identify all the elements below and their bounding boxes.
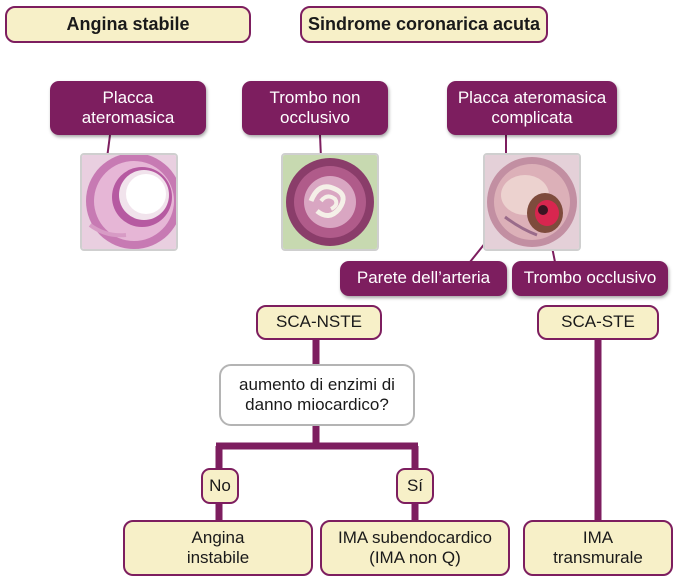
outcome-ima-subendocardico: IMA subendocardico (IMA non Q) bbox=[320, 520, 510, 576]
answer-no: No bbox=[201, 468, 239, 504]
histology-image-nonocclusive-thrombus bbox=[281, 153, 379, 251]
label-placca-ateromasica: Placca ateromasica bbox=[50, 81, 206, 135]
label-parete-arteria: Parete dell’arteria bbox=[340, 261, 507, 296]
histology-image-complicated-plaque bbox=[483, 153, 581, 251]
box-sca-ste: SCA-STE bbox=[537, 305, 659, 340]
outcome-ima-transmurale: IMA transmurale bbox=[523, 520, 673, 576]
label-trombo-non-occlusivo: Trombo non occlusivo bbox=[242, 81, 388, 135]
histology-image-stable-plaque bbox=[80, 153, 178, 251]
outcome-angina-instabile: Angina instabile bbox=[123, 520, 313, 576]
label-trombo-occlusivo: Trombo occlusivo bbox=[512, 261, 668, 296]
header-sca: Sindrome coronarica acuta bbox=[300, 6, 548, 43]
header-angina-stabile: Angina stabile bbox=[5, 6, 251, 43]
label-placca-complicata: Placca ateromasica complicata bbox=[447, 81, 617, 135]
answer-si: Sí bbox=[396, 468, 434, 504]
box-sca-nste: SCA-NSTE bbox=[256, 305, 382, 340]
question-enzyme-increase: aumento di enzimi di danno miocardico? bbox=[219, 364, 415, 426]
